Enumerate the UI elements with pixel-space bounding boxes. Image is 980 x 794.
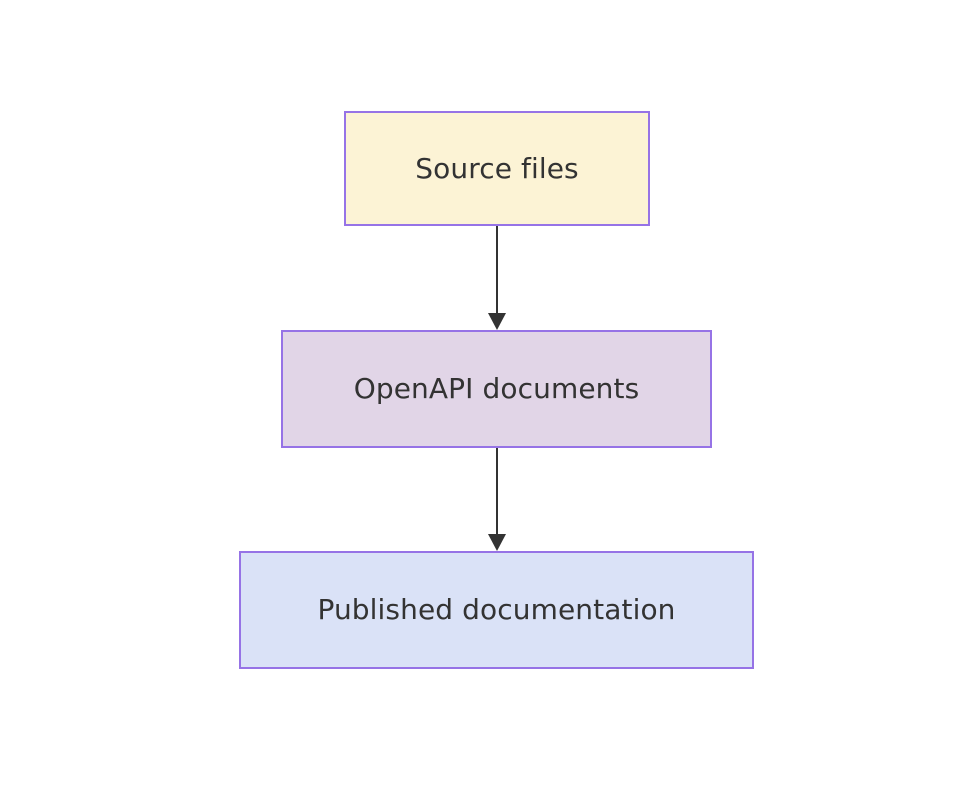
node-published-documentation-label: Published documentation: [317, 593, 676, 627]
edge-source-to-openapi: [488, 226, 506, 330]
edge-openapi-to-published: [488, 448, 506, 551]
node-source-files-label: Source files: [415, 151, 579, 185]
node-openapi-documents-label: OpenAPI documents: [353, 372, 640, 406]
node-published-documentation[interactable]: Published documentation: [239, 551, 754, 669]
edge-openapi-to-published-arrowhead: [488, 534, 506, 551]
node-source-files[interactable]: Source files: [344, 111, 650, 226]
node-openapi-documents[interactable]: OpenAPI documents: [281, 330, 712, 448]
edge-source-to-openapi-arrowhead: [488, 313, 506, 330]
